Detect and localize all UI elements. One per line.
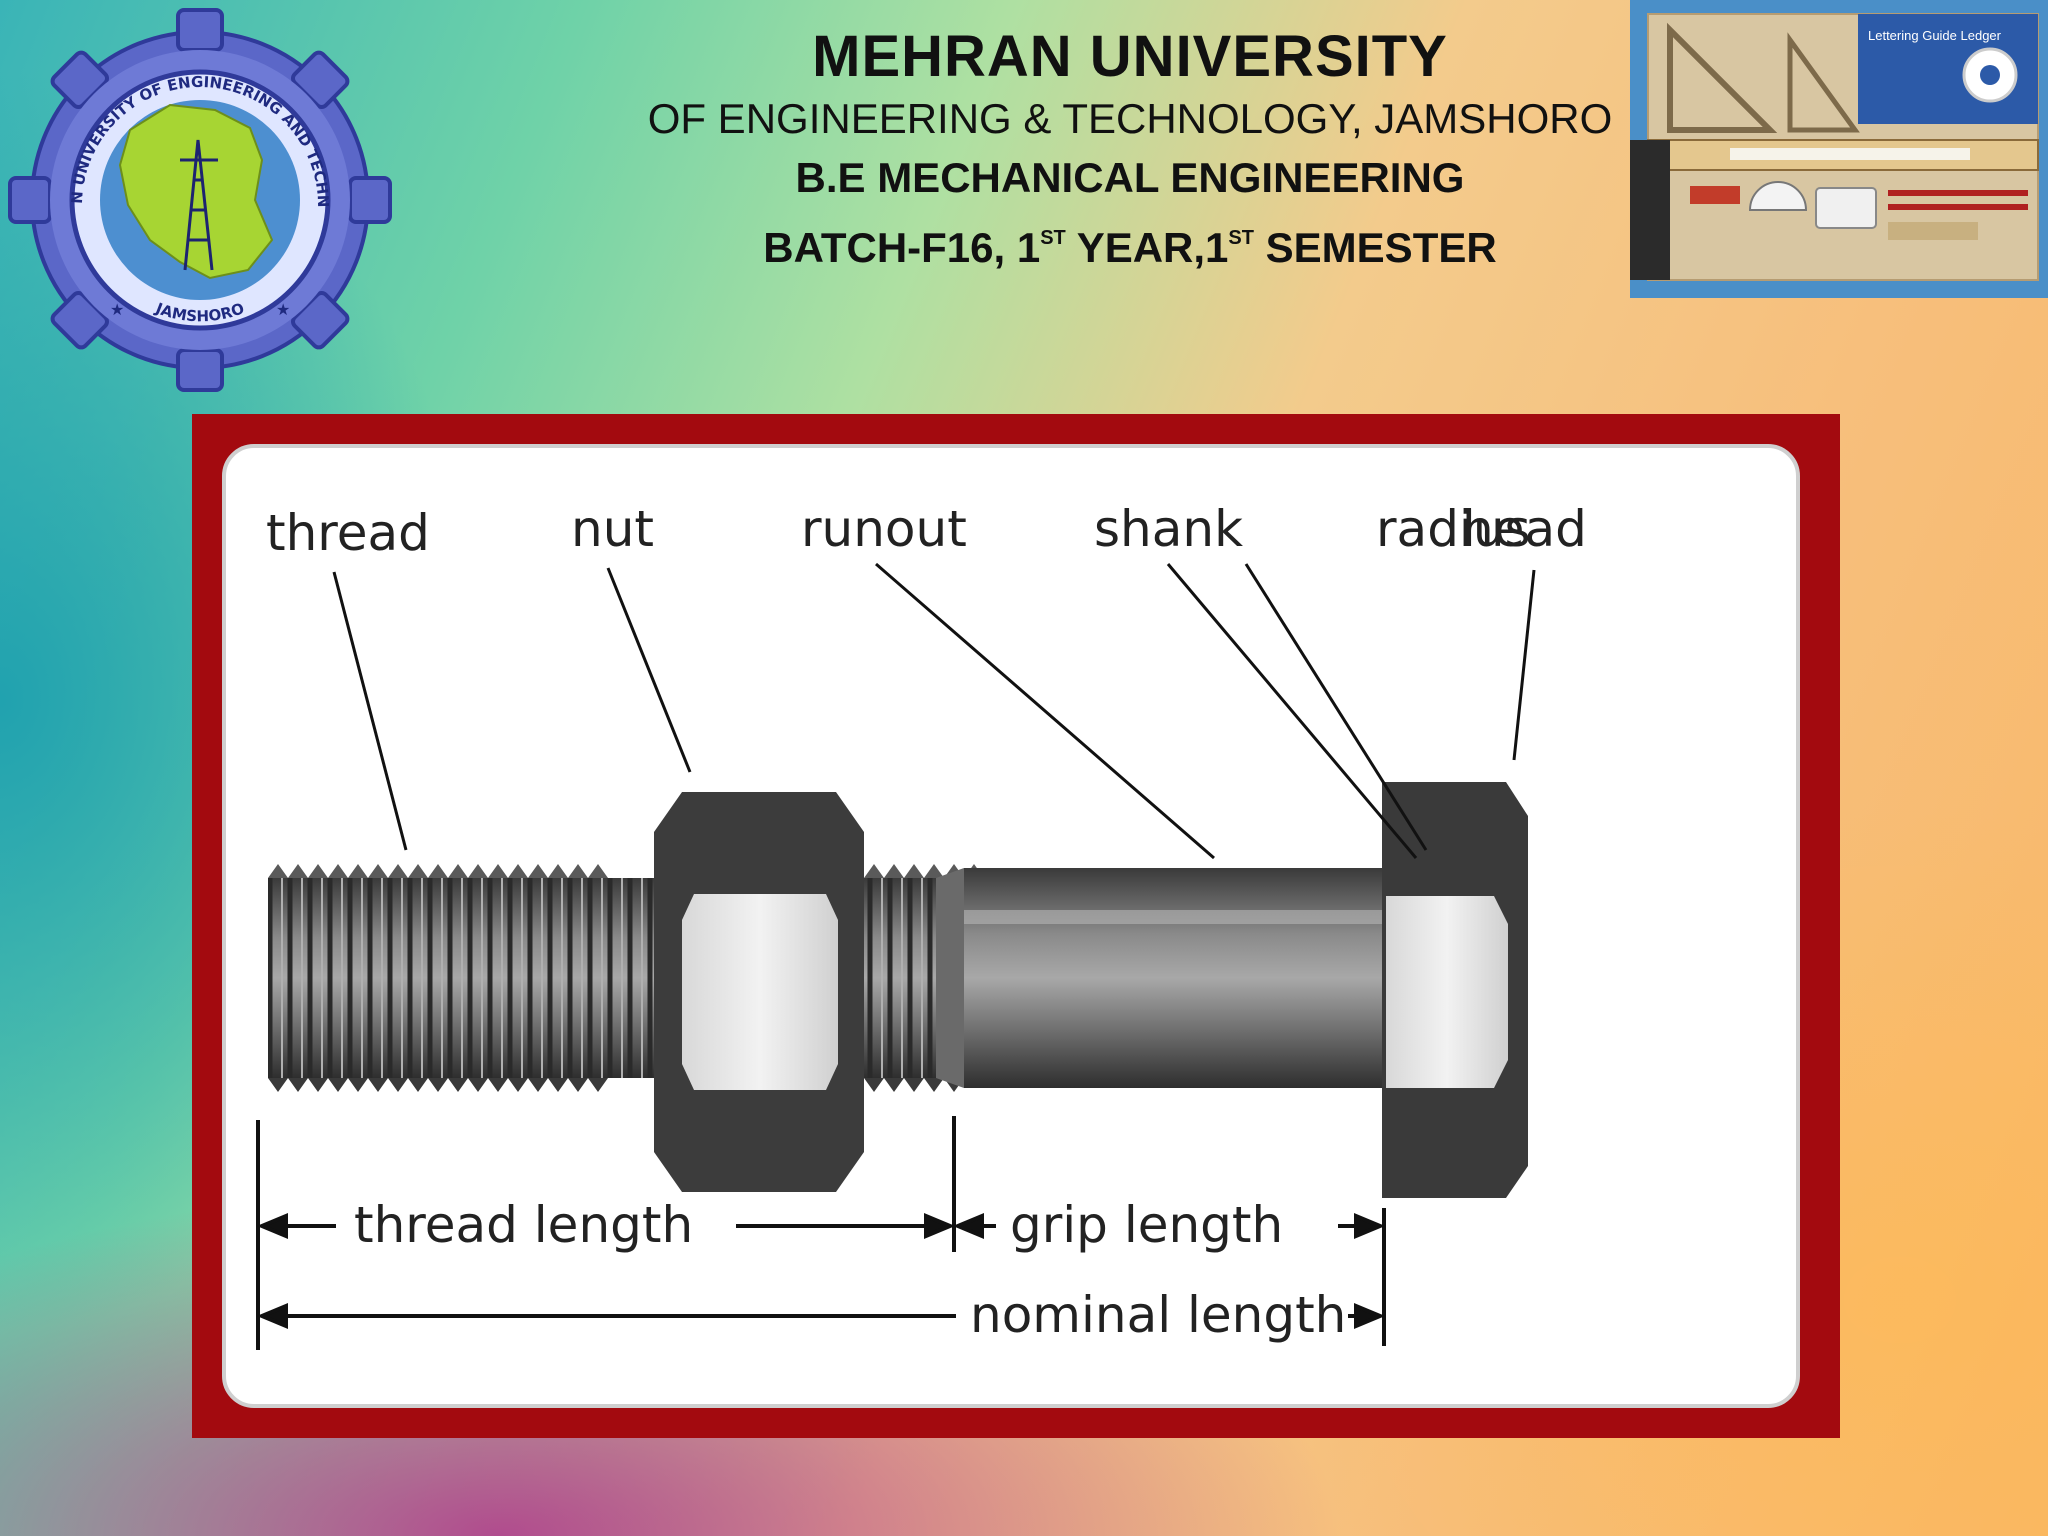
drafting-kit-image: Lettering Guide Ledger bbox=[1630, 0, 2048, 298]
map-icon bbox=[118, 103, 274, 280]
department-name: B.E MECHANICAL ENGINEERING bbox=[795, 154, 1465, 201]
university-logo: MEHRAN UNIVERSITY OF ENGINEERING AND TEC… bbox=[0, 0, 392, 392]
label-grip-length: grip length bbox=[1010, 1196, 1283, 1254]
label-thread: thread bbox=[266, 504, 430, 562]
batch-info: BATCH-F16, 1ST YEAR,1ST SEMESTER bbox=[763, 224, 1497, 271]
bolt-head bbox=[1382, 782, 1528, 1198]
label-head: head bbox=[1462, 500, 1587, 558]
star-icon: ★ bbox=[276, 302, 290, 319]
extension-lines bbox=[256, 1116, 1386, 1350]
label-shank: shank bbox=[1094, 500, 1243, 558]
kit-package-title: Lettering Guide Ledger bbox=[1868, 28, 2002, 43]
university-subtitle: OF ENGINEERING & TECHNOLOGY, JAMSHORO bbox=[647, 95, 1613, 142]
label-radius: radius bbox=[1376, 500, 1531, 558]
star-icon: ★ bbox=[110, 302, 124, 319]
threaded-section bbox=[268, 864, 984, 1092]
label-runout: runout bbox=[801, 500, 967, 558]
thread-length-dimension bbox=[256, 1213, 956, 1239]
university-title: MEHRAN UNIVERSITY bbox=[812, 24, 1448, 89]
leader-lines bbox=[332, 562, 1536, 860]
label-thread-length: thread length bbox=[354, 1196, 693, 1254]
nominal-length-dimension bbox=[256, 1303, 1386, 1329]
label-nut: nut bbox=[571, 500, 654, 558]
runout bbox=[936, 868, 964, 1088]
slide-header: MEHRAN UNIVERSITY OF ENGINEERING & TECHN… bbox=[620, 24, 1640, 278]
tower-icon bbox=[180, 139, 218, 271]
shank bbox=[964, 868, 1384, 1088]
grip-length-dimension bbox=[952, 1213, 1386, 1239]
label-nominal-length: nominal length bbox=[970, 1286, 1346, 1344]
bolt-diagram: thread nut runout shank radius head thre… bbox=[222, 444, 1800, 1408]
nut bbox=[654, 792, 864, 1192]
